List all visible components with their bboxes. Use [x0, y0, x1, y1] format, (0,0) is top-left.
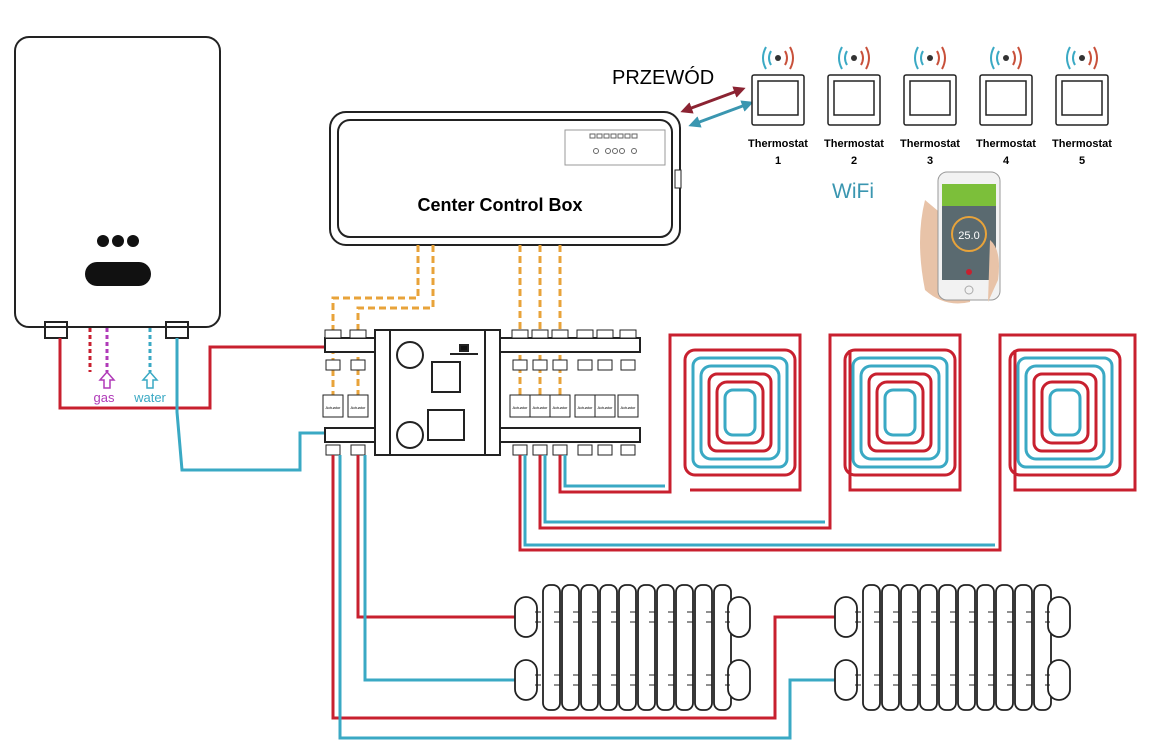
- actuator-label: Actuator: [578, 405, 594, 410]
- thermostat-5: Thermostat 5: [1052, 46, 1112, 167]
- thermostat-4: Thermostat 4: [976, 46, 1036, 167]
- floor-heating-loop: [843, 348, 957, 477]
- water-label: water: [133, 390, 166, 405]
- radiator: [834, 584, 1071, 711]
- wired-connection-arrow: [680, 86, 746, 114]
- wifi-signal-icon: [914, 46, 946, 70]
- wifi-connection-arrow: [688, 100, 754, 128]
- thermostat-number: 1: [775, 155, 781, 167]
- thermostat-label: Thermostat: [900, 138, 960, 150]
- wire-label: PRZEWÓD: [612, 66, 714, 89]
- thermostat-label: Thermostat: [824, 138, 884, 150]
- floor-heating-loop: [683, 348, 797, 477]
- boiler: [14, 36, 221, 339]
- wifi-signal-icon: [838, 46, 870, 70]
- smartphone: 25.0: [920, 171, 1001, 304]
- actuator: Actuator: [549, 329, 571, 456]
- actuator: Actuator: [617, 329, 639, 456]
- thermostat-label: Thermostat: [976, 138, 1036, 150]
- radiator: [514, 584, 751, 711]
- thermostat-number: 4: [1003, 155, 1010, 167]
- water-arrow-icon: [141, 370, 159, 389]
- gas-label: gas: [94, 390, 115, 405]
- actuator-label: Actuator: [326, 405, 342, 410]
- gas-arrow-icon: [98, 370, 116, 389]
- actuator-label: Actuator: [533, 405, 549, 410]
- thermostat-2: Thermostat 2: [824, 46, 884, 167]
- wifi-signal-icon: [990, 46, 1022, 70]
- center-control-box: Center Control Box: [329, 111, 682, 246]
- actuator-label: Actuator: [513, 405, 529, 410]
- actuator: Actuator: [594, 329, 616, 456]
- manifold: [324, 329, 641, 456]
- thermostat-number: 5: [1079, 155, 1085, 167]
- actuator: Actuator: [509, 329, 531, 456]
- control-box-label: Center Control Box: [417, 195, 582, 215]
- actuator: Actuator: [574, 329, 596, 456]
- actuator-label: Actuator: [621, 405, 637, 410]
- floor-heating-loop: [1008, 348, 1122, 477]
- thermostat-label: Thermostat: [1052, 138, 1112, 150]
- thermostat-3: Thermostat 3: [900, 46, 960, 167]
- thermostat-number: 3: [927, 155, 933, 167]
- wifi-signal-icon: [762, 46, 794, 70]
- phone-temperature: 25.0: [958, 230, 979, 242]
- thermostat-1: Thermostat 1: [748, 46, 808, 167]
- thermostat-label: Thermostat: [748, 138, 808, 150]
- actuator-label: Actuator: [553, 405, 569, 410]
- actuator: Actuator: [347, 329, 369, 456]
- actuator-label: Actuator: [351, 405, 367, 410]
- wifi-signal-icon: [1066, 46, 1098, 70]
- wifi-label: WiFi: [832, 180, 874, 203]
- actuator-label: Actuator: [598, 405, 614, 410]
- thermostat-number: 2: [851, 155, 857, 167]
